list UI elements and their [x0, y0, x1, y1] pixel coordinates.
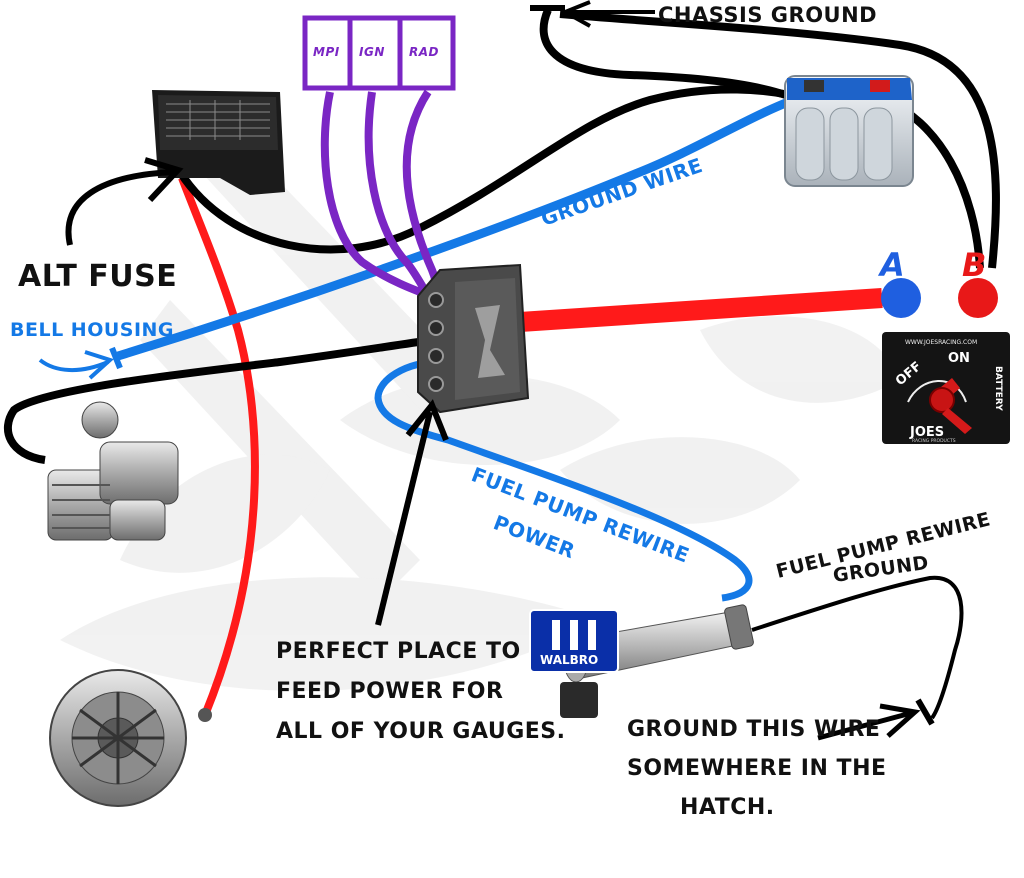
mpi-wire: [320, 91, 438, 302]
alt-fuse-arrow: [65, 157, 184, 246]
hatch-ground-arrow: [817, 698, 935, 741]
terminal-a-label: A: [877, 246, 905, 284]
ground-hatch-line-2: SOMEWHERE IN THE: [627, 756, 887, 781]
fuse-tag-mpi-label: MPI: [313, 45, 340, 59]
battery-switch-panel: [882, 332, 1010, 444]
bell-housing-arrow: [38, 346, 123, 380]
walbro-brand-label: WALBRO: [540, 653, 598, 667]
switch-brand-label: JOES: [909, 425, 944, 440]
walbro-logo: [529, 609, 619, 673]
starter-wire: [3, 336, 433, 464]
alt-fuse-label: ALT FUSE: [18, 259, 177, 294]
chassis-ground-wire: [539, 8, 811, 109]
switch-url-label: WWW.JOESRACING.COM: [905, 339, 977, 346]
terminal-b-label: B: [962, 246, 987, 284]
ground-hatch-line-1: GROUND THIS WIRE: [627, 717, 880, 742]
terminal-b-post: [958, 278, 998, 318]
distribution-block: [417, 263, 530, 414]
starter-motor: [47, 401, 179, 541]
fuse-tag-rad-label: RAD: [409, 45, 439, 59]
power-wire-battery: [519, 288, 883, 332]
chassis-ground-label: CHASSIS GROUND: [658, 3, 877, 27]
fuel-pump-ground-wire: [751, 575, 964, 720]
fuel-pump-power-wire: [374, 358, 753, 602]
fuse-box: [152, 90, 285, 195]
ground-wire-label: GROUND WIRE: [538, 153, 706, 231]
alt-fuse-wire: [176, 85, 810, 254]
chassis-to-b-wire: [559, 10, 1000, 269]
alternator: [49, 669, 212, 807]
switch-brand-sub-label: RACING PRODUCTS: [912, 438, 956, 444]
bell-housing-label: BELL HOUSING: [10, 319, 174, 341]
perfect-place-line-2: FEED POWER FOR: [276, 679, 503, 704]
perfect-place-line-3: ALL OF YOUR GAUGES.: [276, 719, 565, 744]
switch-battery-label: BATTERY: [993, 366, 1003, 411]
perfect-place-line-1: PERFECT PLACE TO: [276, 639, 521, 664]
fuse-tag-ign-label: IGN: [359, 45, 385, 59]
terminal-a-post: [881, 278, 921, 318]
fuse-tag-rad: [397, 15, 456, 91]
ground-hatch-line-3: HATCH.: [680, 795, 775, 820]
switch-on-label: ON: [948, 351, 970, 366]
power-wire-alternator: [178, 176, 259, 717]
battery: [784, 75, 914, 187]
fuse-tag-mpi: [302, 15, 353, 91]
chassis-ground-arrow: [530, 0, 655, 28]
perfect-place-arrow: [375, 399, 449, 626]
ground-wire: [116, 91, 807, 361]
